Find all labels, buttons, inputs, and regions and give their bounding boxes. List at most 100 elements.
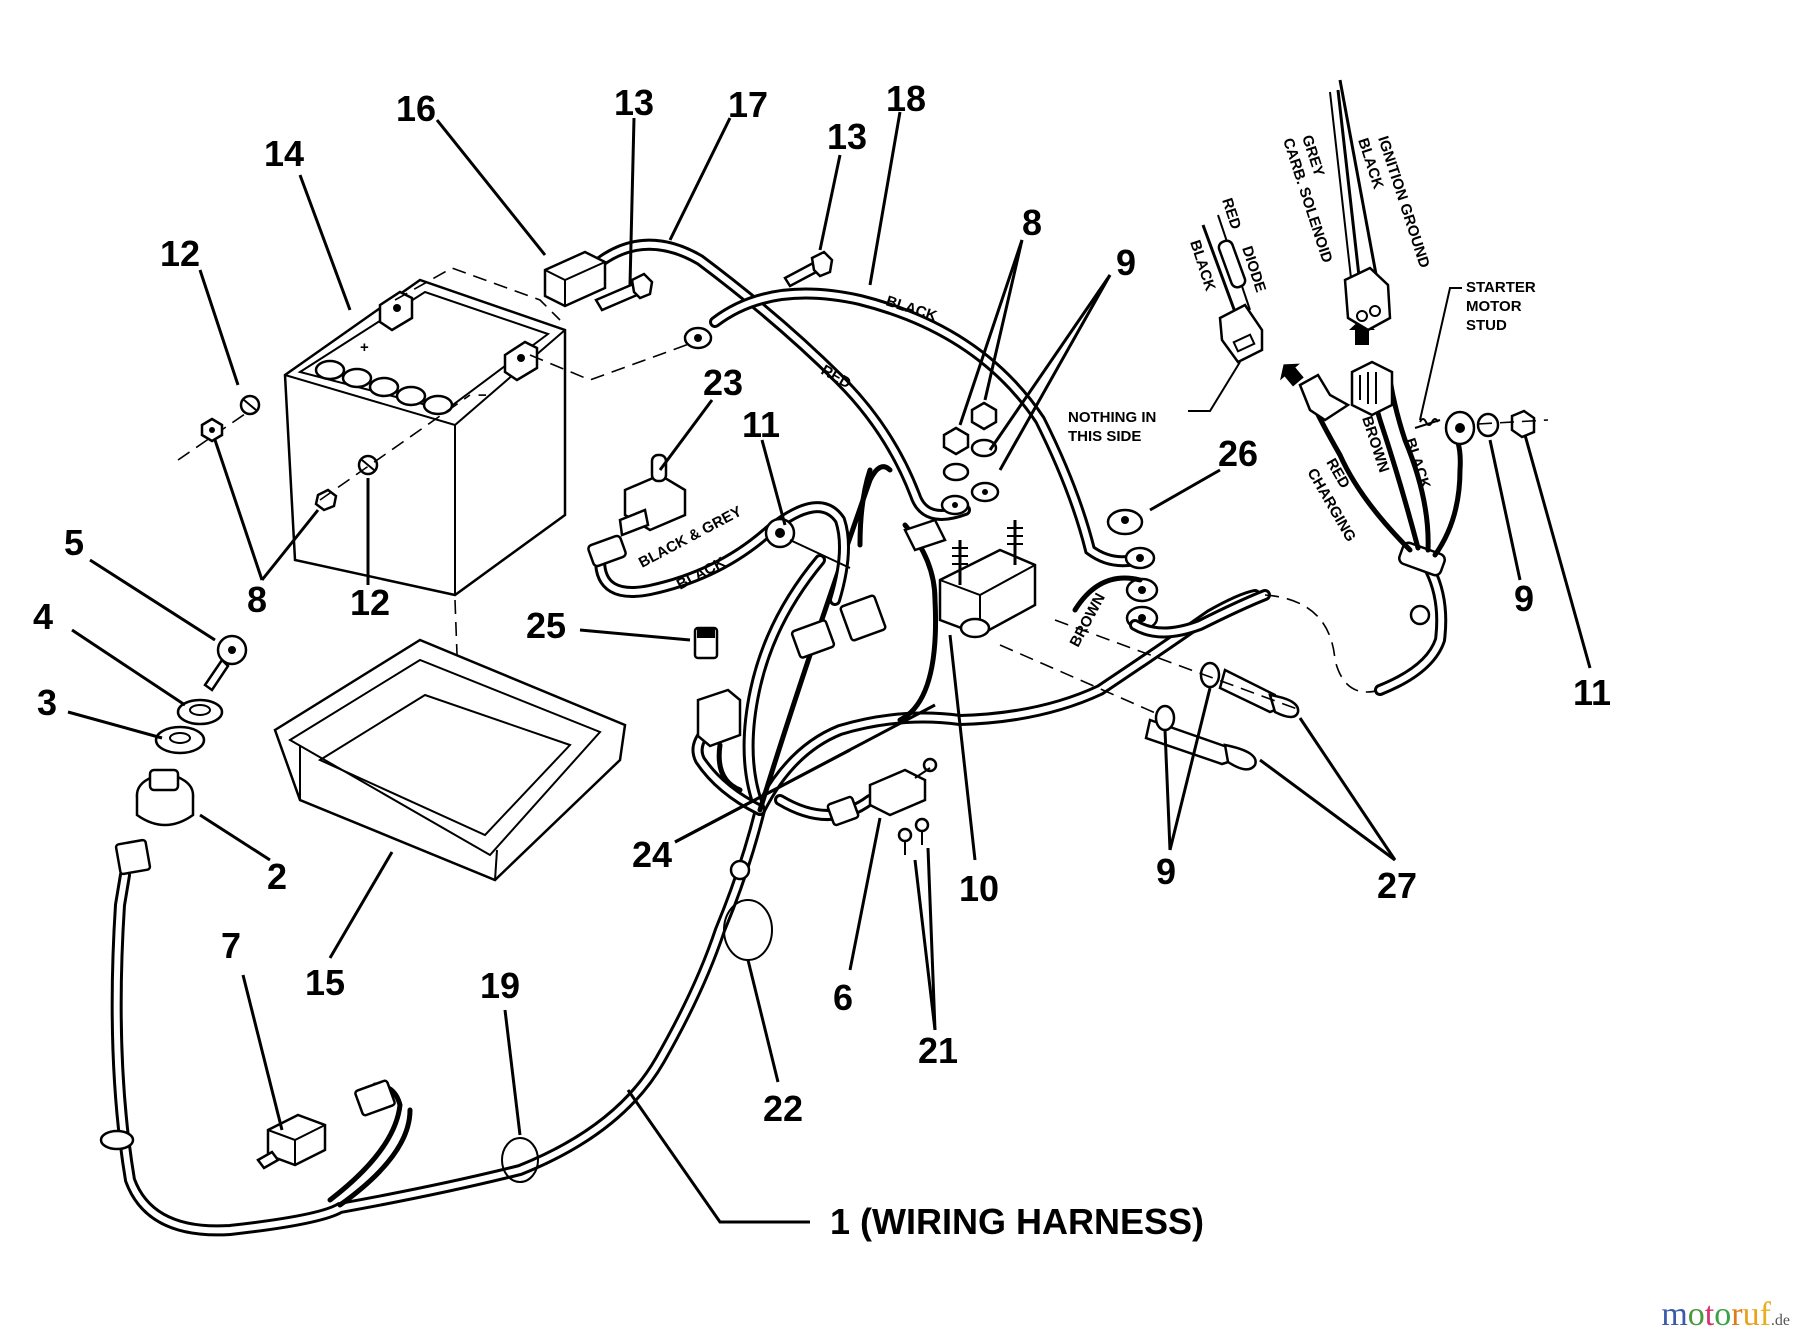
seat-switch: [256, 1113, 327, 1170]
wire-tie-19: [501, 1137, 539, 1183]
callout-21: 21: [918, 1030, 958, 1071]
logo-letter: t: [1704, 1296, 1715, 1333]
callout-9: 9: [1156, 851, 1176, 892]
fuse: [693, 626, 719, 660]
washer: [1199, 661, 1221, 689]
washer: [1154, 704, 1176, 732]
fuse-holder: [696, 688, 743, 793]
ignition-connector-plug: [1350, 360, 1394, 417]
starter-solenoid: [903, 518, 1037, 639]
solenoid-washer: [942, 462, 970, 482]
callout-5: 5: [64, 522, 84, 563]
callout-26: 26: [1218, 433, 1258, 474]
battery-cell-caps: [314, 359, 454, 416]
callout-22: 22: [763, 1088, 803, 1129]
callout-3: 3: [37, 682, 57, 723]
carriage-bolt: [1144, 718, 1257, 771]
callout-24: 24: [632, 834, 672, 875]
harness-connector: [790, 619, 836, 659]
callout-25: 25: [526, 605, 566, 646]
callout-10: 10: [959, 868, 999, 909]
wire-label-brown-mid: BROWN: [1067, 590, 1109, 649]
diode: [1217, 239, 1247, 289]
bolt: [783, 250, 834, 288]
note-nothing-in: NOTHING IN: [1068, 409, 1156, 426]
negative-battery-cable: [709, 287, 1141, 568]
lock-washer: [239, 394, 261, 416]
starter-nut: [1510, 409, 1536, 439]
logo-letter: f: [1759, 1296, 1771, 1333]
solenoid-nut: [970, 401, 998, 431]
battery: + −: [283, 278, 567, 597]
key-washer: [154, 725, 206, 755]
carriage-bolt: [1218, 668, 1300, 719]
callout-11: 11: [742, 404, 780, 445]
starter-harness-branch: [1309, 372, 1463, 696]
solenoid-ring: [970, 481, 1000, 503]
diode-connector: [1201, 214, 1264, 364]
terminal-boot: [543, 250, 607, 308]
logo-letter: u: [1742, 1296, 1760, 1333]
note-motor: MOTOR: [1466, 298, 1522, 315]
callout-9: 9: [1116, 242, 1136, 283]
callout-13: 13: [614, 82, 654, 123]
bolt: [594, 272, 654, 312]
wire-tie-22: [723, 899, 773, 961]
starter-stud: [1414, 418, 1441, 429]
callout-2: 2: [267, 856, 287, 897]
ignition-switch: [135, 768, 195, 827]
callout-8: 8: [1022, 202, 1042, 243]
wiring-harness: [99, 464, 1261, 1237]
ignition-key: [203, 634, 248, 692]
harness-connector: [839, 594, 887, 642]
carb-ignition-connector: [1329, 79, 1392, 332]
nut: [200, 417, 224, 443]
ignition-connector: [114, 838, 152, 876]
callout-8: 8: [247, 579, 267, 620]
positive-battery-cable: [584, 238, 971, 521]
ground-ring: [1125, 577, 1159, 603]
callout-13: 13: [827, 116, 867, 157]
logo-letter: o: [1714, 1296, 1732, 1333]
callout-23: 23: [703, 362, 743, 403]
callout-14: 14: [264, 133, 304, 174]
logo-letter: o: [1687, 1296, 1705, 1333]
callout-17: 17: [728, 84, 768, 125]
wire-label-black-diode: BLACK: [1186, 238, 1218, 293]
starter-ring-terminal: [1444, 410, 1476, 446]
tie-mount: [729, 859, 751, 881]
ring-terminal: [1124, 546, 1156, 570]
wire-label-black-right: BLACK: [1401, 436, 1433, 491]
ring-terminal: [683, 326, 713, 350]
solenoid-nut: [942, 426, 970, 456]
battery-plus-symbol: +: [360, 339, 369, 356]
wiring-harness-label: 1 (WIRING HARNESS): [830, 1201, 1204, 1242]
logo-letter: r: [1731, 1296, 1743, 1333]
callout-12: 12: [160, 233, 200, 274]
callout-9: 9: [1514, 578, 1534, 619]
pto-switch: [618, 453, 687, 537]
callouts: 16 13 17 18 13 14 12 8 9 23 11 26 5 4 3 …: [33, 78, 1611, 1242]
starter-washer: [1476, 412, 1500, 438]
callout-16: 16: [396, 88, 436, 129]
logo-letter: m: [1661, 1296, 1688, 1333]
ground-nut: [1106, 508, 1144, 536]
callout-27: 27: [1377, 865, 1417, 906]
logo-suffix: .de: [1770, 1312, 1790, 1329]
note-stud: STUD: [1466, 317, 1507, 334]
screw: [914, 817, 930, 845]
interlock-switch: [826, 757, 938, 827]
notes: NOTHING IN THIS SIDE STARTER MOTOR STUD: [1068, 279, 1536, 445]
callout-18: 18: [886, 78, 926, 119]
solenoid-washer: [970, 438, 998, 458]
key-nut: [176, 698, 224, 726]
battery-tray: [273, 638, 627, 882]
callout-15: 15: [305, 962, 345, 1003]
charging-connector: [1298, 373, 1351, 422]
callout-12: 12: [350, 582, 390, 623]
callout-7: 7: [221, 925, 241, 966]
note-starter: STARTER: [1466, 279, 1536, 296]
harness-clip: [99, 1129, 135, 1151]
note-this-side: THIS SIDE: [1068, 428, 1141, 445]
